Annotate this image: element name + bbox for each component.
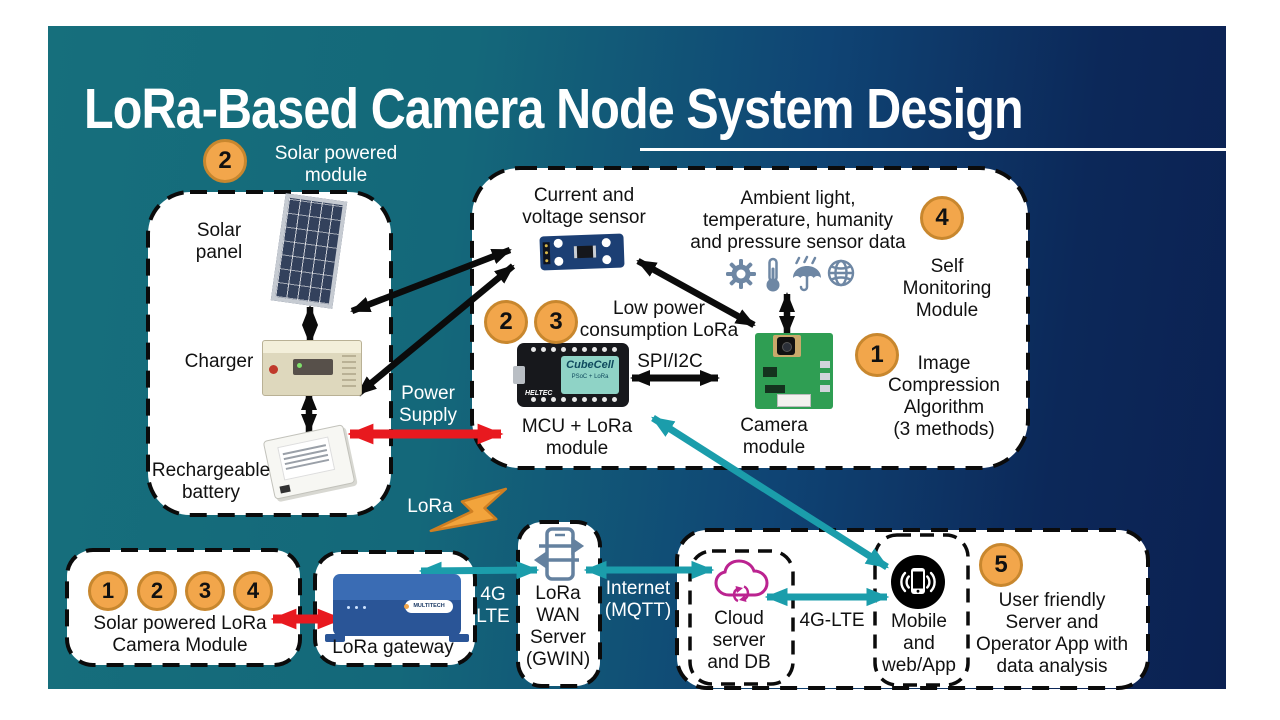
wan-server-phone-icon [533,527,585,581]
solder-pad [820,385,830,392]
camera-lens [777,337,795,355]
multitech-label: MULTITECH [405,600,453,613]
gear-icon [726,259,756,289]
cubecell-subtext: PSoC + LoRa [571,374,609,380]
pcb-hole [602,254,612,265]
solder-pad [820,361,830,368]
spi-i2c-label: SPI/I2C [637,351,703,372]
internet-mqtt-label: Internet (MQTT) [604,578,672,621]
pcb-hole [601,237,611,248]
camera-module-label: Camera module [740,415,808,458]
mcu-lora-board-image: CubeCell PSoC + LoRa HELTEC [513,343,629,407]
slide-title: LoRa-Based Camera Node System Design [84,77,1024,141]
badge-node-1: 1 [88,571,128,611]
gateway-logo-dot [404,604,409,609]
current-voltage-sensor-label: Current and voltage sensor [522,185,646,228]
cubecell-sticker: CubeCell PSoC + LoRa [561,356,619,394]
lora-gateway-image: MULTITECH [325,574,469,642]
title-underline [640,148,1226,151]
self-monitoring-label: Self Monitoring Module [902,256,992,321]
low-power-label: Low power consumption LoRa [579,298,739,341]
badge-image-compression: 1 [855,333,899,377]
mcu-lora-label: MCU + LoRa module [521,416,633,459]
badge-user-app: 5 [979,543,1023,587]
pin-row-bottom [531,397,617,403]
mobile-app-icon [891,555,945,609]
arrow-mcu-mobile [651,415,889,570]
image-compression-label: Image Compression Algorithm (3 methods) [888,353,1000,440]
rechargeable-battery-label: Rechargeable battery [151,460,271,503]
camera-connector [777,394,811,407]
badge-node-4: 4 [233,571,273,611]
badge-solar-module: 2 [203,139,247,183]
charger-logo [269,365,278,374]
lora-wan-server-label: LoRa WAN Server (GWIN) [525,583,591,670]
pin-row-top [531,347,617,353]
globe-icon [827,259,855,287]
lora-lightning-icon [429,487,508,533]
solder-pad [820,373,830,380]
solar-panel-label: Solar panel [195,220,243,263]
camera-ic [763,367,777,377]
charger-led [297,363,302,368]
solar-powered-lora-label: Solar powered LoRa Camera Module [93,613,267,656]
arrow-gateway-wan [418,560,540,581]
badge-node-3: 3 [185,571,225,611]
lora-gateway-label: LoRa gateway [332,637,454,658]
current-voltage-sensor-image [539,233,625,271]
4g-lte-2-label: 4G-LTE [799,610,865,631]
ambient-sensors-label: Ambient light, temperature, humanity and… [690,188,906,253]
camera-ic [765,385,785,393]
mount-flange [325,634,345,642]
usb-connector [513,366,525,384]
user-friendly-label: User friendly Server and Operator App wi… [975,590,1129,677]
sensor-pin-header [542,242,551,265]
cloud-server-label: Cloud server and DB [707,608,771,673]
cubecell-text: CubeCell [566,359,614,371]
sensor-chip [573,245,597,259]
arrow-sensor-camera [636,258,756,328]
umbrella-rain-icon [793,255,821,292]
arrow-sensor-battery [355,263,516,397]
camera-module-image [755,333,833,409]
charger-front-panel [293,359,333,375]
charger-image [262,340,362,396]
4g-lte-label: 4G LTE [476,584,510,627]
badge-node-2: 2 [137,571,177,611]
gateway-led [347,606,350,609]
power-supply-label: Power Supply [398,383,458,426]
pcb-hole [554,256,564,266]
heltec-brand-text: HELTEC [525,390,553,397]
badge-mcu-2: 2 [484,300,528,344]
badge-mcu-3: 3 [534,300,578,344]
lora-label: LoRa [407,496,453,517]
charger-vents [342,351,356,387]
solar-powered-module-label: Solar powered module [274,143,398,186]
mount-flange [449,634,469,642]
badge-self-monitoring: 4 [920,196,964,240]
gateway-led [355,606,358,609]
gateway-led [363,606,366,609]
charger-label: Charger [184,351,254,372]
mobile-web-label: Mobile and web/App [882,611,956,676]
thermometer-icon [766,257,780,292]
cloud-sync-icon [714,559,769,603]
pcb-hole [553,238,563,248]
